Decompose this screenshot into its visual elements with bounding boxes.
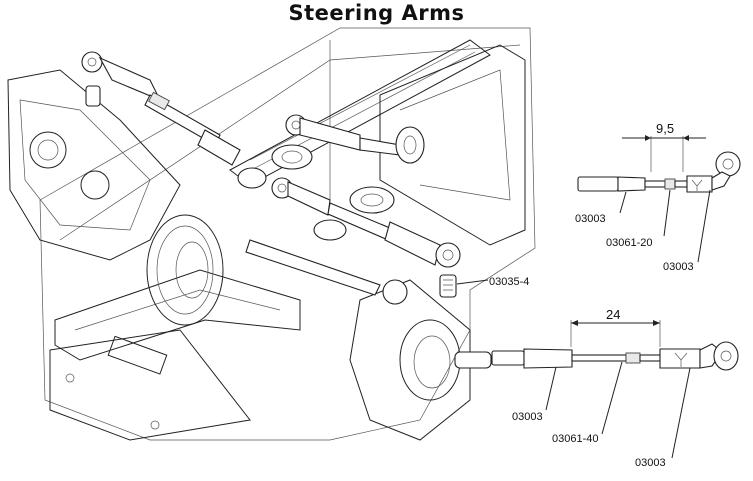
callout-main-assembly-part: 03035-4 bbox=[489, 276, 529, 288]
short-link-left-end-label: 03003 bbox=[575, 213, 606, 225]
long-link-detail bbox=[491, 320, 739, 459]
long-link-rod-label: 03061-40 bbox=[552, 433, 599, 445]
page-title: Steering Arms bbox=[288, 1, 465, 25]
short-link-dimension: 9,5 bbox=[656, 121, 674, 136]
callout-leader-03035 bbox=[456, 279, 489, 285]
short-link-detail bbox=[577, 135, 741, 263]
chassis-assembly-illustration bbox=[7, 27, 536, 441]
long-link-dimension: 24 bbox=[606, 307, 620, 322]
long-link-right-end-label: 03003 bbox=[635, 457, 666, 469]
short-link-right-end-label: 03003 bbox=[663, 261, 694, 273]
short-link-rod-label: 03061-20 bbox=[606, 237, 653, 249]
long-link-left-end-label: 03003 bbox=[512, 411, 543, 423]
